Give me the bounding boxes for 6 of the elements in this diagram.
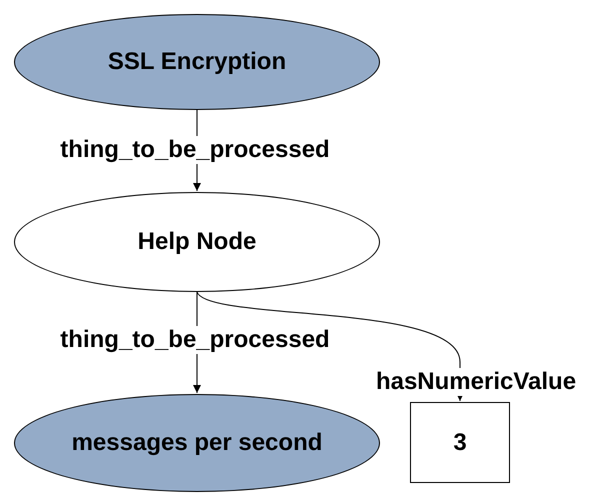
- node-label: messages per second: [72, 429, 322, 457]
- node-label: SSL Encryption: [108, 48, 286, 76]
- value-box: [410, 402, 510, 483]
- arrow: [196, 292, 464, 402]
- node-label: Help Node: [138, 228, 256, 256]
- node-label: 3: [453, 428, 467, 456]
